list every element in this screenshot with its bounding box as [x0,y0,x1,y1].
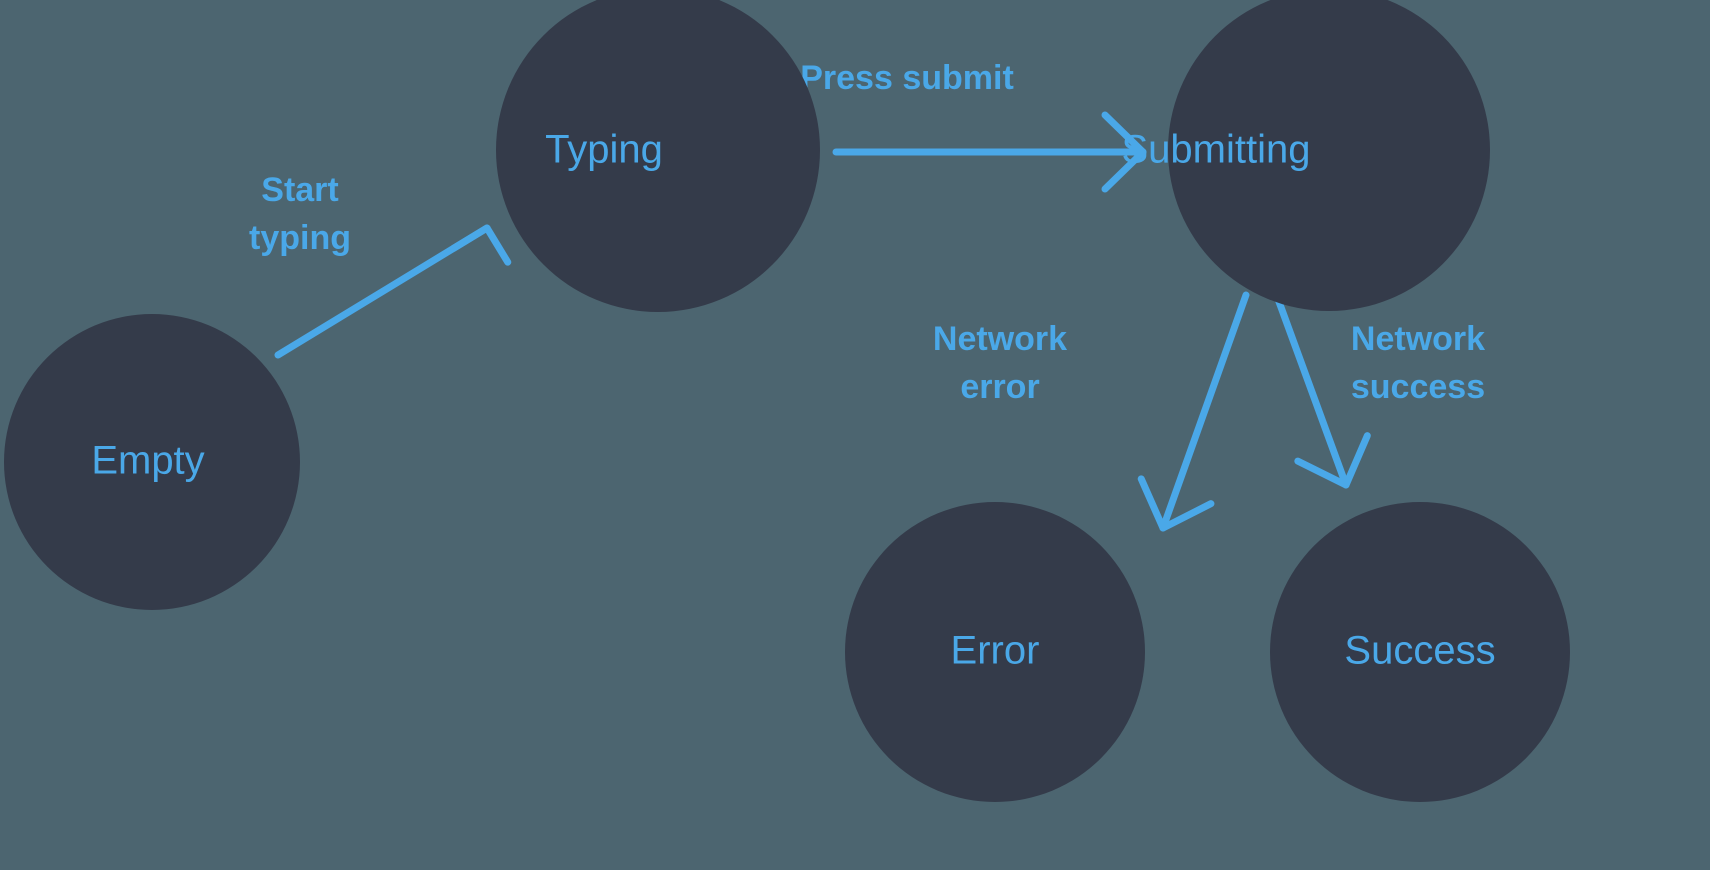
state-node-error[interactable]: Error [845,502,1145,802]
transition-network-success-label-line1: Network [1351,320,1485,358]
transition-network-error[interactable]: Network error [933,291,1250,540]
state-node-submitting-label: Submitting [1122,128,1311,172]
transition-press-submit-arrowhead [1101,111,1147,193]
state-node-typing-label: Typing [545,128,663,172]
state-node-submitting-circle [1168,0,1490,311]
transition-start-typing-arrowhead [450,224,512,266]
state-node-empty-label: Empty [91,439,204,483]
state-node-typing[interactable]: Typing [496,0,820,312]
state-node-empty-circle [4,314,300,610]
state-node-success-circle [1270,502,1570,802]
transition-start-typing[interactable]: Start typing [249,171,512,359]
transition-network-error-label-line2: error [960,368,1039,406]
transition-start-typing-label-line2: typing [249,219,351,257]
transition-network-error-label-line1: Network [933,320,1067,358]
transition-start-typing-label-line1: Start [261,171,338,209]
state-node-empty[interactable]: Empty [4,314,300,610]
state-node-typing-circle [496,0,820,312]
transition-press-submit-label-line1: Press submit [800,59,1014,97]
state-node-error-circle [845,502,1145,802]
transition-network-error-line [1159,291,1250,532]
transition-press-submit[interactable]: Press submit [800,59,1147,193]
state-node-submitting[interactable]: Submitting [1122,0,1490,311]
transition-network-success-label-line2: success [1351,368,1485,406]
transition-network-success-arrowhead [1294,432,1371,489]
transition-network-success-line [1274,295,1350,489]
transition-network-error-arrowhead [1137,475,1215,532]
state-node-success[interactable]: Success [1270,502,1570,802]
state-node-error-label: Error [951,629,1040,673]
state-node-success-label: Success [1344,629,1495,673]
transition-network-success[interactable]: Network success [1274,295,1485,498]
